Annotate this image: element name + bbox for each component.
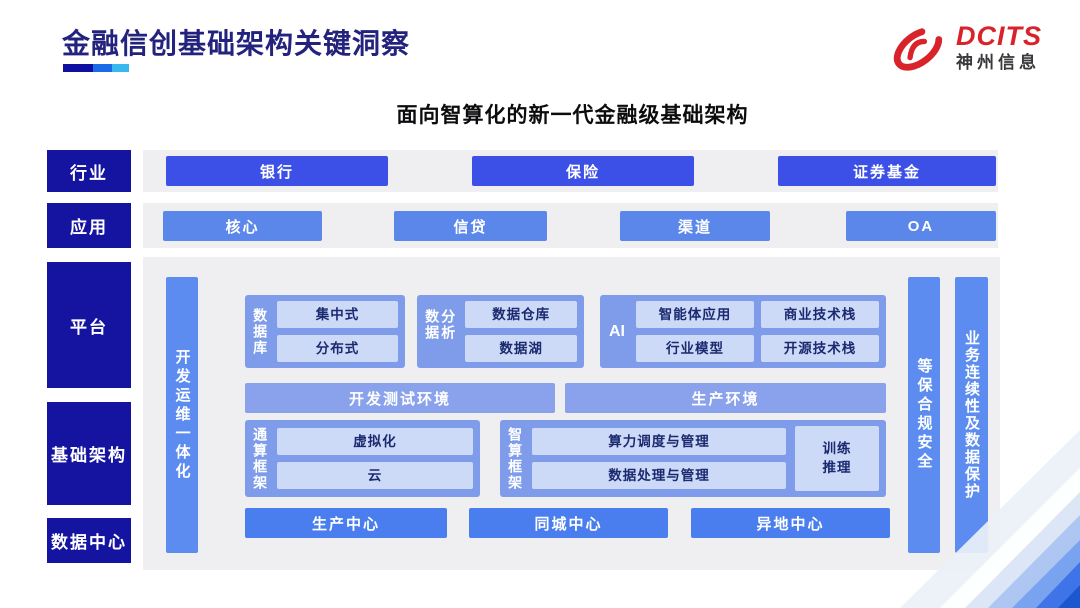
application-oa-box: OA: [846, 211, 996, 241]
production-env-bar: 生产环境: [565, 383, 886, 413]
diagram-title: 面向智算化的新一代金融级基础架构: [396, 104, 749, 127]
ai-industry-model-box: 行业模型: [636, 335, 754, 362]
intelligent-compute-block: 智算框架 算力调度与管理 数据处理与管理 训练 推理: [500, 420, 886, 497]
application-channel-box: 渠道: [620, 211, 770, 241]
database-distributed-box: 分布式: [277, 335, 398, 362]
database-block: 数据库 集中式 分布式: [245, 295, 405, 368]
application-core-box: 核心: [163, 211, 322, 241]
cloud-box: 云: [277, 462, 473, 489]
analytics-block: 数据分析 数据仓库 数据湖: [417, 295, 584, 368]
underline-segment-light: [112, 64, 129, 72]
logo-brand-text: DCITS: [956, 20, 1042, 51]
row-label-platform: 平台: [47, 262, 131, 388]
industry-bank-box: 银行: [166, 156, 388, 186]
underline-segment-dark: [63, 64, 93, 72]
title-underline: [63, 64, 129, 72]
industry-insurance-box: 保险: [472, 156, 694, 186]
row-label-industry: 行业: [47, 150, 131, 192]
data-processing-box: 数据处理与管理: [532, 462, 786, 489]
dev-test-env-bar: 开发测试环境: [245, 383, 555, 413]
logo-company-name: 神州信息: [956, 52, 1040, 72]
general-compute-label: 通算框架: [252, 426, 269, 491]
general-compute-block: 通算框架 虚拟化 云: [245, 420, 480, 497]
remote-center-box: 异地中心: [691, 508, 890, 538]
virtualization-box: 虚拟化: [277, 428, 473, 455]
compute-scheduling-box: 算力调度与管理: [532, 428, 786, 455]
dcits-swirl-icon: [893, 27, 943, 71]
analytics-block-label: 数据分析: [424, 308, 457, 341]
page-title: 金融信创基础架构关键洞察: [62, 28, 411, 59]
training-inference-box: 训练 推理: [795, 426, 879, 491]
training-label: 训练: [822, 441, 852, 457]
ai-block: AI 智能体应用 商业技术栈 行业模型 开源技术栈: [600, 295, 886, 368]
ai-opensource-stack-box: 开源技术栈: [761, 335, 879, 362]
security-compliance-pillar: 等保合规安全: [908, 277, 940, 553]
database-block-label: 数据库: [252, 307, 269, 356]
samecity-center-box: 同城中心: [469, 508, 668, 538]
company-logo: DCITS 神州信息: [888, 18, 1042, 76]
intelligent-compute-label: 智算框架: [507, 426, 524, 491]
production-center-box: 生产中心: [245, 508, 447, 538]
industry-securities-box: 证券基金: [778, 156, 996, 186]
data-lake-box: 数据湖: [465, 335, 577, 362]
row-label-datacenter: 数据中心: [47, 518, 131, 563]
underline-segment-mid: [93, 64, 112, 72]
application-credit-box: 信贷: [394, 211, 547, 241]
devops-pillar: 开发运维一体化: [166, 277, 198, 553]
inference-label: 推理: [822, 459, 852, 475]
ai-agent-app-box: 智能体应用: [636, 301, 754, 328]
database-centralized-box: 集中式: [277, 301, 398, 328]
data-warehouse-box: 数据仓库: [465, 301, 577, 328]
business-continuity-pillar: 业务连续性及数据保护: [955, 277, 988, 553]
ai-block-label: AI: [609, 322, 625, 340]
row-label-application: 应用: [47, 203, 131, 248]
ai-commercial-stack-box: 商业技术栈: [761, 301, 879, 328]
row-label-infrastructure: 基础架构: [47, 402, 131, 505]
